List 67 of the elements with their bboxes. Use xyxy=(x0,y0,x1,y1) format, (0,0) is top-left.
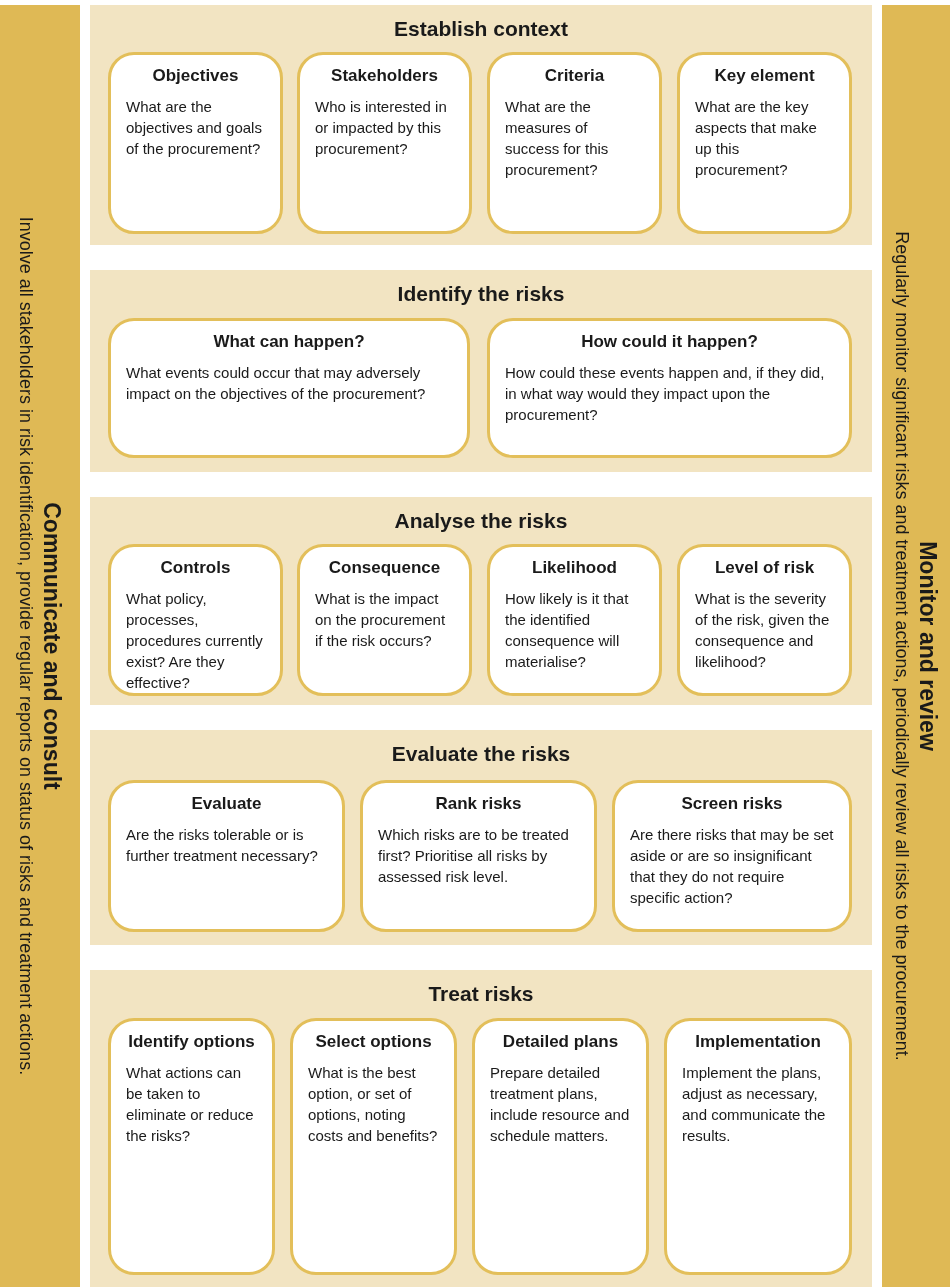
panel-title: Evaluate the risks xyxy=(390,742,572,766)
step-card xyxy=(677,544,852,696)
band-text: Regularly monitor significant risks and treatment actions, periodically review all risks to the procurement. xyxy=(891,231,913,1061)
card-text: What are the objectives and goals of the procurement? xyxy=(126,97,263,159)
card-text: What events could occur that may adversely impact on the objectives of the procurement? xyxy=(126,363,427,404)
card-heading: Level of risk xyxy=(713,557,816,579)
stage-panel xyxy=(90,497,872,705)
card-text: How likely is it that the identified consequence will materialise? xyxy=(505,589,630,672)
card-text: Prepare detailed treatment plans, include resource and schedule matters. xyxy=(490,1063,631,1146)
step-card xyxy=(664,1018,852,1275)
card-heading: Identify options xyxy=(127,1031,256,1053)
panel-title: Establish context xyxy=(393,17,569,41)
card-heading: Detailed plans xyxy=(501,1031,620,1053)
card-heading: Consequence xyxy=(327,557,442,579)
card-text: What is the best option, or set of options, noting costs and benefits? xyxy=(308,1063,439,1146)
card-text: How could these events happen and, if they did, in what way would they impact upon the procurement? xyxy=(505,363,826,425)
card-text: Which risks are to be treated first? Prioritise all risks by assessed risk level. xyxy=(378,825,570,887)
step-card xyxy=(360,780,597,932)
card-text: What is the impact on the procurement if the risk occurs? xyxy=(315,589,447,651)
panel-title: Identify the risks xyxy=(396,282,566,306)
step-card xyxy=(108,318,470,458)
stage-panel xyxy=(90,730,872,945)
card-heading: Controls xyxy=(159,557,232,579)
card-heading: Select options xyxy=(314,1031,433,1053)
step-card xyxy=(612,780,852,932)
step-card xyxy=(472,1018,649,1275)
card-heading: Stakeholders xyxy=(330,65,439,87)
card-text: Implement the plans, adjust as necessary, and communicate the results. xyxy=(682,1063,827,1146)
card-text: What policy, processes, procedures currently exist? Are they effective? xyxy=(126,589,264,693)
step-card xyxy=(487,52,662,234)
side-band xyxy=(0,5,80,1287)
step-card xyxy=(487,544,662,696)
card-text: What is the severity of the risk, given the consequence and likelihood? xyxy=(695,589,831,672)
step-card xyxy=(108,780,345,932)
card-heading: Rank risks xyxy=(434,793,523,815)
step-card xyxy=(487,318,852,458)
step-card xyxy=(108,1018,275,1275)
stage-panel xyxy=(90,5,872,245)
card-heading: Evaluate xyxy=(190,793,263,815)
step-card xyxy=(297,544,472,696)
card-heading: Implementation xyxy=(694,1031,822,1053)
step-card xyxy=(297,52,472,234)
card-text: What are the measures of success for this procurement? xyxy=(505,97,610,180)
card-text: Are the risks tolerable or is further treatment necessary? xyxy=(126,825,319,866)
card-heading: Key element xyxy=(713,65,816,87)
band-text: Involve all stakeholders in risk identification, provide regular reports on status of risks and treatment actions. xyxy=(15,216,37,1076)
stage-panel xyxy=(90,270,872,472)
card-heading: How could it happen? xyxy=(580,331,759,353)
card-heading: What can happen? xyxy=(212,331,366,353)
card-heading: Objectives xyxy=(151,65,240,87)
side-band xyxy=(882,5,950,1287)
step-card xyxy=(677,52,852,234)
panel-title: Treat risks xyxy=(427,982,535,1006)
band-heading: Monitor and review xyxy=(914,541,942,751)
panel-title: Analyse the risks xyxy=(393,509,569,533)
card-text: Who is interested in or impacted by this procurement? xyxy=(315,97,448,159)
card-heading: Criteria xyxy=(543,65,606,87)
card-heading: Likelihood xyxy=(531,557,618,579)
card-text: What are the key aspects that make up this procurement? xyxy=(695,97,818,180)
step-card xyxy=(108,52,283,234)
card-heading: Screen risks xyxy=(680,793,784,815)
stage-panel xyxy=(90,970,872,1287)
card-text: Are there risks that may be set aside or are so insignificant that they do not require specific action? xyxy=(630,825,834,908)
step-card xyxy=(290,1018,457,1275)
card-text: What actions can be taken to eliminate or reduce the risks? xyxy=(126,1063,255,1146)
step-card xyxy=(108,544,283,696)
band-heading: Communicate and consult xyxy=(38,502,66,790)
